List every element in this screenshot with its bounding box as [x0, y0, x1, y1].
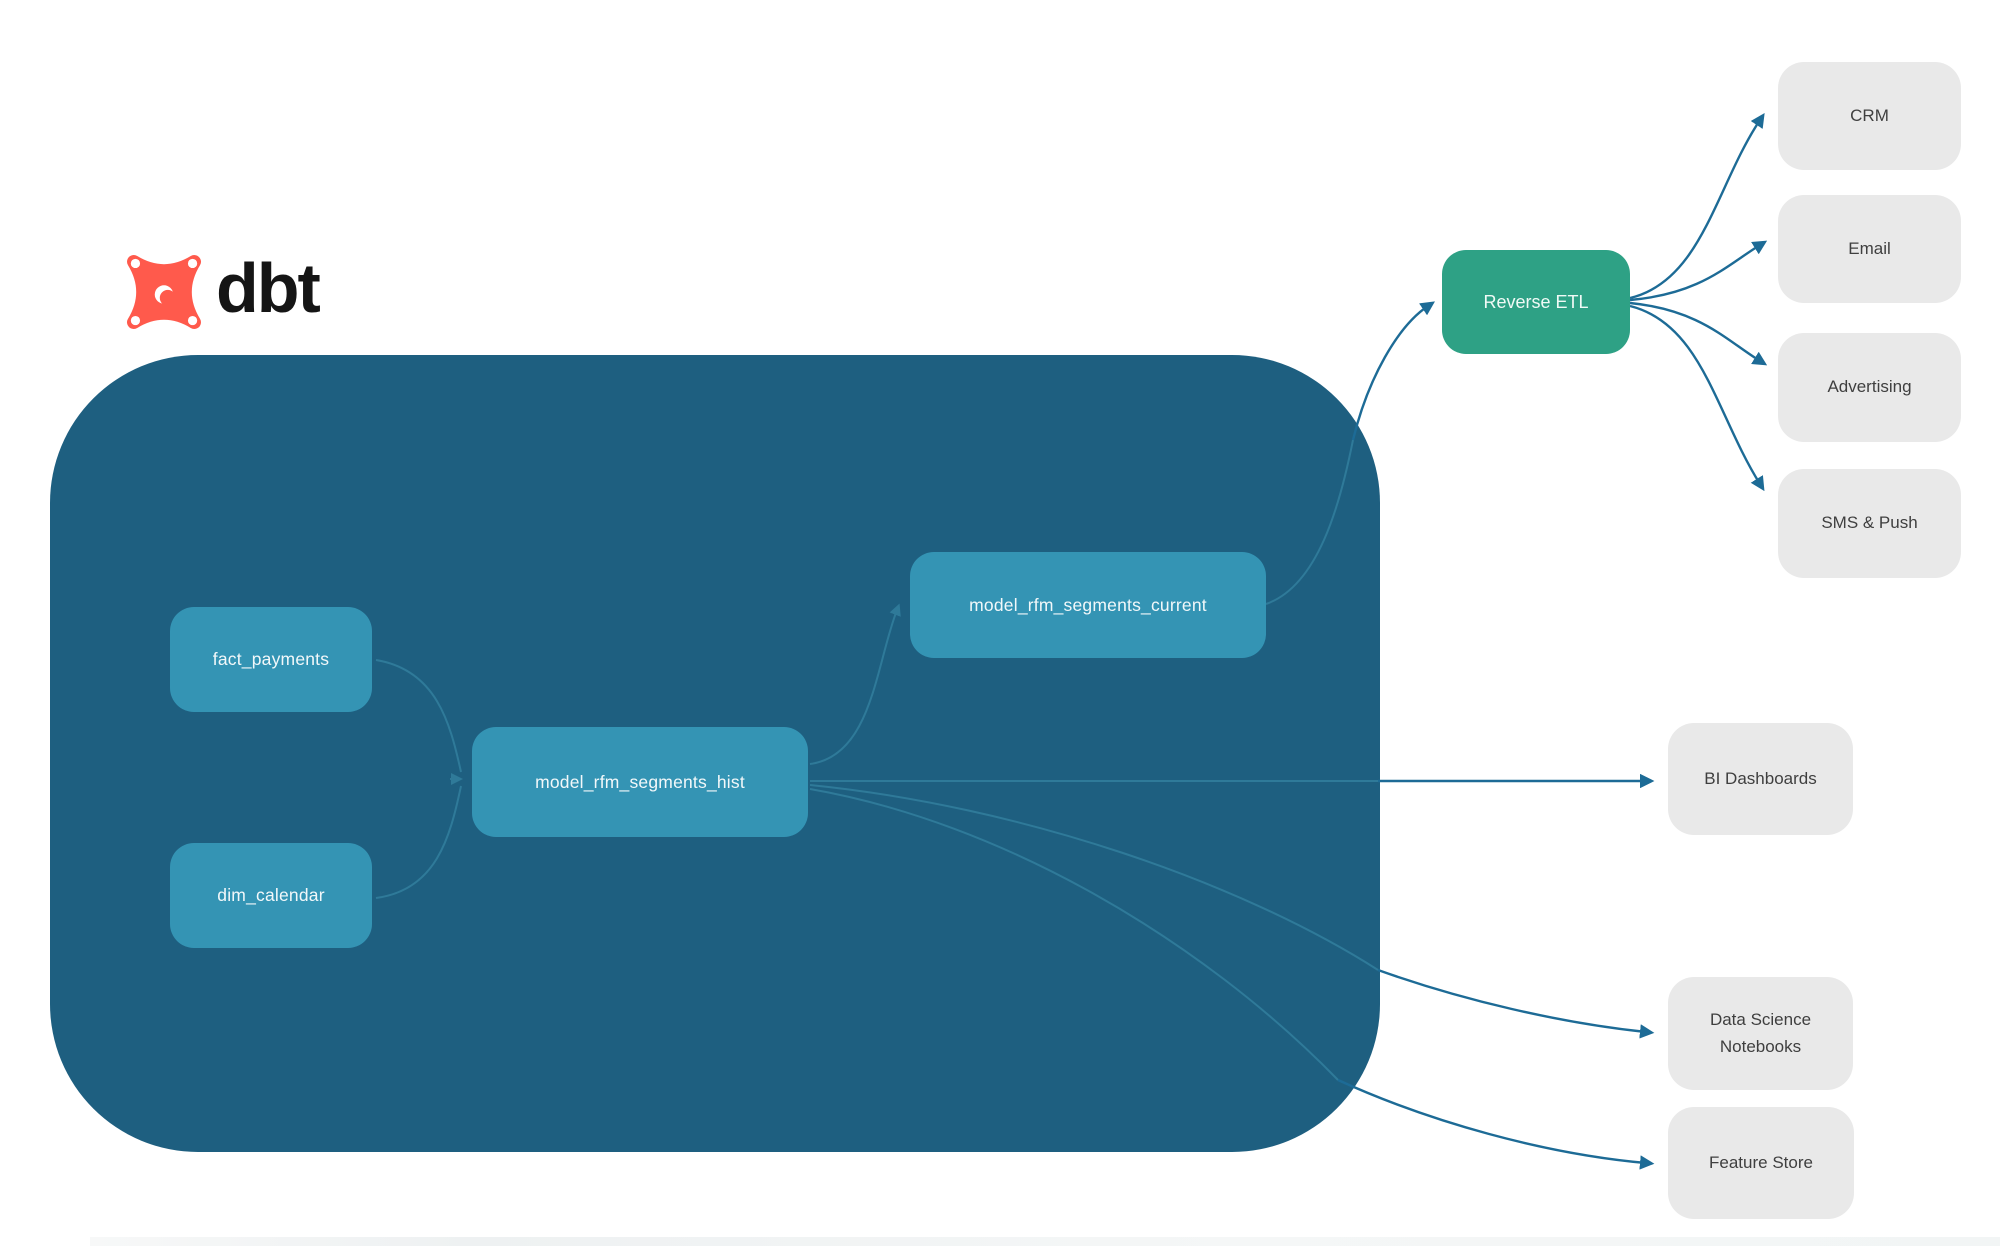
- edge-fact-payments-to-hist: [375, 659, 462, 773]
- node-label: CRM: [1850, 105, 1889, 125]
- node-reverse-etl: Reverse ETL: [1442, 250, 1630, 354]
- node-dim-calendar: dim_calendar: [170, 843, 372, 948]
- node-email: Email: [1778, 195, 1961, 303]
- edge-hist-to-featurestore-inside: [809, 788, 1339, 1081]
- edge-reverseetl-to-advertising: [1629, 301, 1768, 366]
- edge-hist-to-data-science-notebooks: [1377, 968, 1655, 1039]
- node-label: dim_calendar: [217, 885, 325, 905]
- edge-reverseetl-to-crm: [1629, 113, 1765, 300]
- edge-dim-calendar-to-hist: [375, 785, 462, 899]
- node-label: model_rfm_segments_current: [969, 594, 1207, 615]
- node-label: fact_payments: [212, 649, 330, 669]
- node-feature-store: Feature Store: [1668, 1107, 1854, 1219]
- node-bi-dashboards: BI Dashboards: [1668, 723, 1853, 835]
- node-label: SMS & Push: [1821, 513, 1918, 533]
- node-sms-push: SMS & Push: [1778, 469, 1961, 578]
- dbt-logo-icon: [127, 255, 201, 329]
- node-label: Feature Store: [1709, 1152, 1813, 1172]
- edge-current-to-reverseetl: [1351, 301, 1435, 441]
- node-data-science-notebooks: Data Science Notebooks: [1668, 977, 1853, 1090]
- node-label: model_rfm_segments_hist: [535, 771, 745, 792]
- node-crm: CRM: [1778, 62, 1961, 170]
- node-model-rfm-segments-current: model_rfm_segments_current: [910, 552, 1266, 658]
- edge-hist-to-datascience-inside: [809, 784, 1379, 971]
- bottom-edge-shadow: [90, 1237, 2000, 1246]
- edge-reverseetl-to-sms-push: [1629, 304, 1765, 492]
- node-label: Data Science Notebooks: [1709, 1010, 1812, 1056]
- node-label: Reverse ETL: [1483, 291, 1589, 312]
- node-label: Advertising: [1827, 377, 1912, 397]
- edge-reverseetl-to-email: [1629, 240, 1768, 302]
- edge-hist-to-feature-store: [1337, 1078, 1655, 1170]
- dbt-logo: dbt: [122, 248, 321, 336]
- node-advertising: Advertising: [1778, 333, 1961, 442]
- edge-current-to-reverseetl-inside: [1265, 439, 1354, 605]
- node-model-rfm-segments-hist: model_rfm_segments_hist: [472, 727, 808, 837]
- node-label: BI Dashboards: [1704, 768, 1817, 788]
- node-label: Email: [1848, 238, 1891, 258]
- edge-hist-to-current: [809, 603, 901, 765]
- node-fact-payments: fact_payments: [170, 607, 372, 712]
- dbt-wordmark: dbt: [216, 249, 321, 327]
